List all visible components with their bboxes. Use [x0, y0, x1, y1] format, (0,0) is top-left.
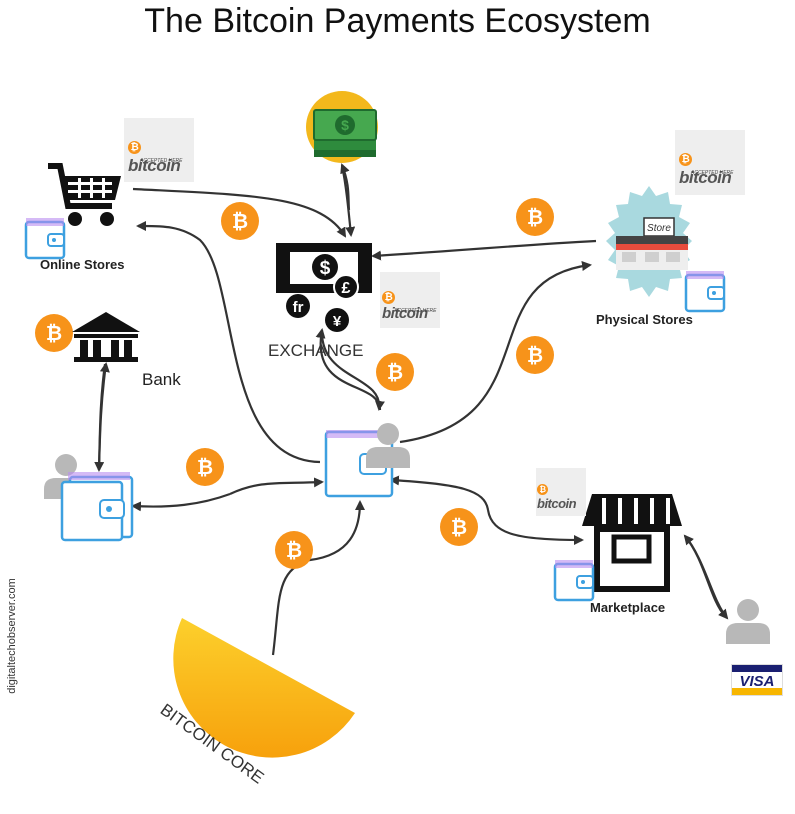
wallet-icon [553, 558, 595, 602]
svg-text:fr: fr [293, 299, 304, 316]
bitcoin-icon [186, 448, 224, 486]
person-icon [726, 599, 770, 644]
bitcoin-accepted-badge: ₿bitcoin ACCEPTED HERE [124, 118, 194, 182]
badge-brand: bitcoin [128, 156, 181, 175]
svg-text:$: $ [320, 258, 331, 279]
svg-text:¥: ¥ [333, 313, 342, 330]
physical-stores-label: Physical Stores [596, 312, 693, 327]
watermark: digitaltechobserver.com [6, 578, 18, 694]
page-title: The Bitcoin Payments Ecosystem [144, 2, 651, 40]
visa-label: VISA [739, 673, 775, 690]
badge-sub: ACCEPTED HERE [691, 170, 734, 176]
arrow-wallet-to-bank [97, 362, 110, 471]
badge-brand: bitcoin [382, 305, 428, 322]
arrow-core-to-user [271, 500, 365, 656]
bank-label: Bank [142, 370, 181, 389]
svg-text:$: $ [341, 117, 349, 133]
bank-icon [72, 312, 140, 362]
svg-text:£: £ [342, 280, 351, 297]
marketplace-icon [582, 494, 682, 592]
bitcoin-icon [376, 353, 414, 391]
badge-brand: bitcoin [679, 168, 732, 187]
bitcoin-icon [516, 336, 554, 374]
bitcoin-icon [516, 198, 554, 236]
arrow-market-to-buyer [684, 535, 729, 620]
bitcoin-icon [35, 314, 73, 352]
wallet-icon [60, 472, 134, 542]
store-sign: Store [647, 223, 671, 234]
arrow-user-to-wallet [131, 492, 231, 512]
arrow-user-to-market [486, 509, 584, 545]
badge-brand: bitcoin [537, 496, 577, 511]
arrow-market-to-user [389, 475, 490, 511]
shopping-cart-icon [48, 163, 121, 226]
arrow-exchange-to-user [320, 329, 385, 411]
marketplace-label: Marketplace [590, 600, 666, 615]
exchange-label: EXCHANGE [268, 341, 364, 360]
badge-sub: ACCEPTED HERE [140, 158, 183, 164]
flow-arrows [94, 163, 729, 656]
bitcoin-core-icon [173, 618, 355, 758]
bitcoin-icon [440, 508, 478, 546]
bitcoin-accepted-badge: ₿bitcoin ACCEPTED HERE [380, 272, 440, 328]
wallet-icon [24, 216, 66, 260]
arrow-physical-to-exchange [371, 239, 597, 261]
online-stores-label: Online Stores [40, 257, 125, 272]
exchange-icon: $ £ fr ¥ [276, 243, 372, 332]
bitcoin-icon [275, 531, 313, 569]
visa-card-icon: VISA [731, 664, 783, 696]
badge-sub: ACCEPTED HERE [394, 308, 437, 314]
bitcoin-icon [221, 202, 259, 240]
arrow-cash-to-exchange [340, 164, 356, 237]
physical-store-icon: Store [606, 186, 692, 297]
bitcoin-accepted-badge: ₿bitcoin ACCEPTED HERE [675, 130, 745, 195]
bitcoin-accepted-badge: ₿bitcoin [536, 468, 586, 516]
arrow-user-to-online [136, 220, 321, 464]
arrow-online-to-exchange [132, 187, 347, 238]
arrow-user-to-physical [399, 261, 592, 444]
cash-icon: $ [306, 91, 378, 163]
arrow-wallet-to-user [229, 477, 324, 495]
wallet-icon [684, 269, 726, 313]
